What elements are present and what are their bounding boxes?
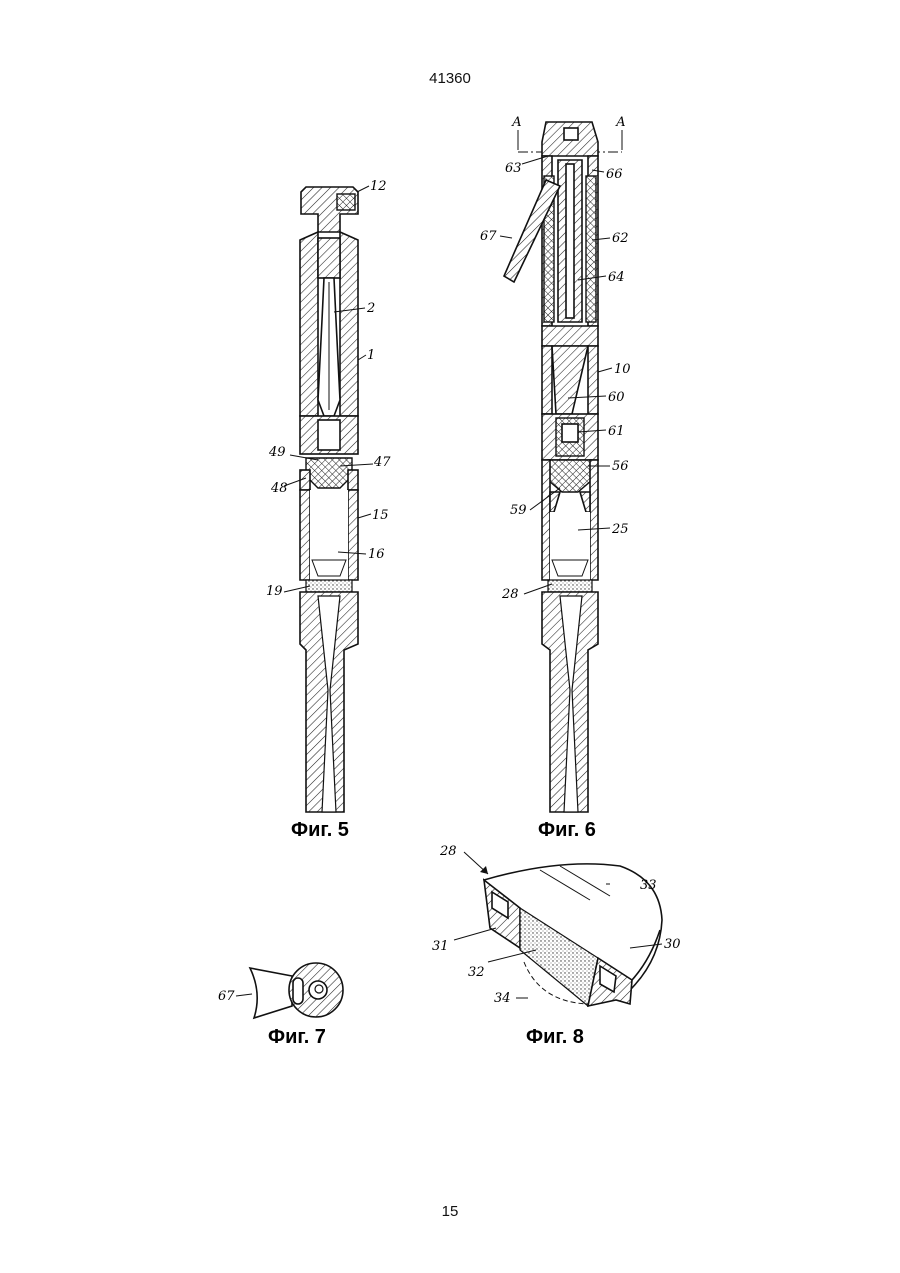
fig5-label-19: 19 xyxy=(266,584,283,599)
fig7-label-67: 67 xyxy=(218,989,235,1004)
fig7-title: Фиг. 7 xyxy=(268,1026,326,1048)
figure-6 xyxy=(504,122,622,812)
fig6-label-67: 67 xyxy=(480,229,497,244)
fig6-label-56: 56 xyxy=(612,459,629,474)
fig6-label-60: 60 xyxy=(608,390,625,405)
fig5-label-49: 49 xyxy=(268,445,286,460)
figure-8 xyxy=(454,852,662,1006)
fig6-label-25: 25 xyxy=(611,522,629,537)
fig6-label-61: 61 xyxy=(608,424,625,439)
fig8-label-30: 30 xyxy=(664,937,681,952)
fig5-label-12: 12 xyxy=(370,179,387,194)
fig8-label-34: 34 xyxy=(494,991,511,1006)
fig6-label-59: 59 xyxy=(510,503,527,518)
fig6-label-10: 10 xyxy=(614,362,631,377)
fig5-label-1: 1 xyxy=(367,348,375,363)
fig5-title: Фиг. 5 xyxy=(291,819,349,841)
fig8-label-33: 33 xyxy=(640,878,657,893)
fig6-label-63: 63 xyxy=(505,161,522,176)
fig8-title: Фиг. 8 xyxy=(526,1026,584,1048)
figure-5 xyxy=(300,187,358,812)
fig6-label-66: 66 xyxy=(606,167,623,182)
fig5-label-16: 16 xyxy=(368,547,385,562)
fig8-label-32: 32 xyxy=(468,965,485,980)
fig5-label-47: 47 xyxy=(373,455,391,470)
fig5-label-48: 48 xyxy=(270,481,288,496)
page-number: 15 xyxy=(0,1203,900,1220)
fig6-section-mark-left: А xyxy=(511,115,522,130)
fig6-label-62: 62 xyxy=(612,231,629,246)
fig5-label-2: 2 xyxy=(366,301,375,316)
fig6-title: Фиг. 6 xyxy=(538,819,596,841)
fig6-label-28: 28 xyxy=(501,587,519,602)
fig5-label-15: 15 xyxy=(372,508,389,523)
fig8-label-31: 31 xyxy=(432,939,449,954)
fig6-section-mark-right: А xyxy=(615,115,626,130)
fig8-label-28: 28 xyxy=(439,844,457,859)
figure-7 xyxy=(236,963,343,1018)
fig6-label-64: 64 xyxy=(608,270,625,285)
